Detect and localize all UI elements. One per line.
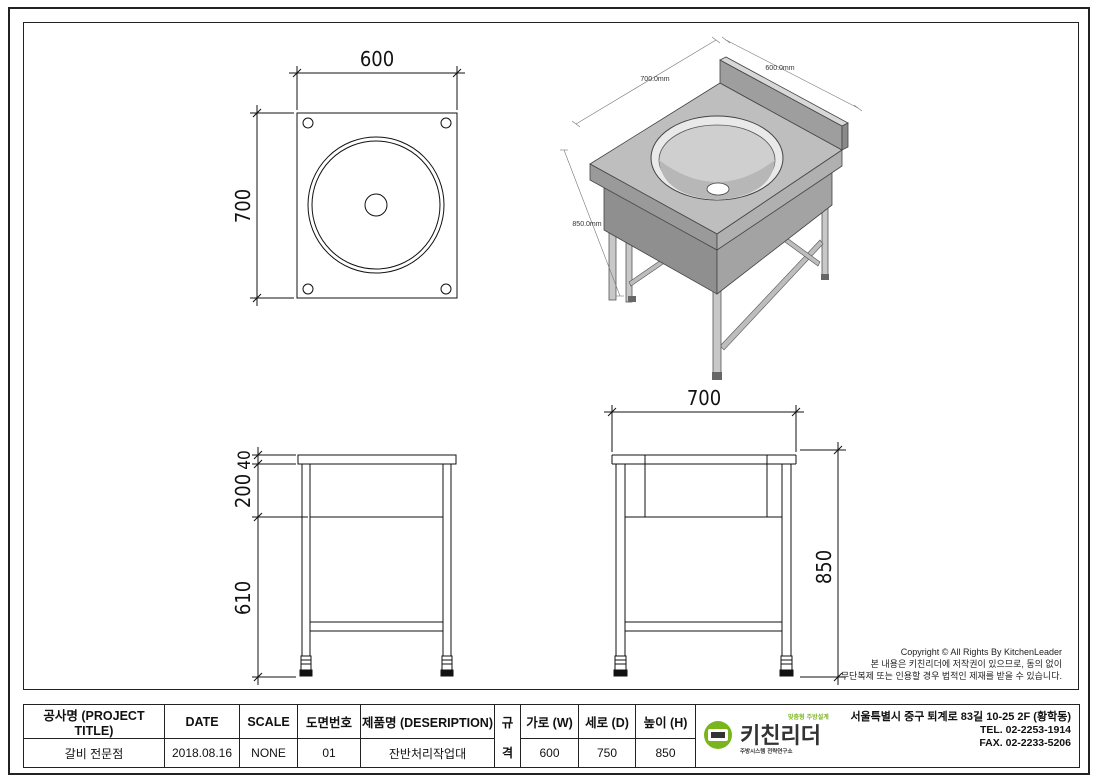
- copyright-notice: Copyright © All Rights By KitchenLeader …: [722, 646, 1062, 682]
- value-date: 2018.08.16: [164, 738, 240, 768]
- header-product: 제품명 (DESERIPTION): [360, 704, 495, 739]
- front-view: [604, 405, 846, 685]
- side-legs-dim: 610: [231, 581, 255, 615]
- header-height: 높이 (H): [635, 704, 696, 739]
- company-address: 서울특별시 중구 퇴계로 83길 10-25 2F (황학동): [850, 711, 1071, 723]
- isometric-view: [560, 36, 863, 380]
- side-apron-dim: 200: [231, 474, 255, 508]
- value-height: 850: [635, 738, 696, 768]
- value-depth: 750: [578, 738, 636, 768]
- front-width-dim: 700: [687, 386, 721, 410]
- header-scale: SCALE: [239, 704, 298, 739]
- iso-depth-dim: 700.0mm: [640, 76, 669, 83]
- logo-text: 키친리더: [740, 724, 821, 749]
- iso-width-dim: 600.0mm: [765, 65, 794, 72]
- header-drawing-no: 도면번호: [297, 704, 361, 739]
- top-width-dim: 600: [360, 47, 394, 71]
- company-fax: FAX. 02-2233-5206: [979, 737, 1071, 749]
- side-top-dim: 40: [235, 450, 255, 469]
- side-view: [252, 447, 457, 685]
- company-tel: TEL. 02-2253-1914: [979, 724, 1071, 736]
- logo-tagline: 맞춤형 주방설계: [788, 713, 829, 721]
- value-width: 600: [520, 738, 579, 768]
- title-block: 공사명 (PROJECT TITLE) DATE SCALE 도면번호 제품명 …: [23, 704, 1080, 768]
- copyright-line-2: 본 내용은 키친리더에 저작권이 있으므로, 동의 없이: [870, 659, 1062, 669]
- iso-height-dim: 850.0mm: [572, 221, 601, 228]
- technical-drawing: 600 700: [231, 36, 863, 685]
- outer-frame: [8, 7, 1090, 775]
- value-scale: NONE: [239, 738, 298, 768]
- value-product: 잔반처리작업대: [360, 738, 495, 768]
- value-drawing-no: 01: [297, 738, 361, 768]
- top-depth-dim: 700: [231, 189, 255, 223]
- drawing-area-frame: [23, 22, 1079, 690]
- copyright-line-3: 무단복제 또는 인용할 경우 법적인 제재를 받을 수 있습니다.: [840, 671, 1062, 681]
- header-project: 공사명 (PROJECT TITLE): [23, 704, 165, 739]
- copyright-line-1: Copyright © All Rights By KitchenLeader: [900, 647, 1062, 657]
- top-view: [250, 66, 465, 306]
- header-spec-bottom: 격: [494, 738, 521, 768]
- header-depth: 세로 (D): [578, 704, 636, 739]
- header-date: DATE: [164, 704, 240, 739]
- company-cell: 키친리더 맞춤형 주방설계 주방시스템 전략연구소 서울특별시 중구 퇴계로 8…: [695, 704, 1080, 768]
- front-height-dim: 850: [812, 550, 836, 584]
- company-contact: 서울특별시 중구 퇴계로 83길 10-25 2F (황학동) TEL. 02-…: [841, 711, 1079, 750]
- header-spec-top: 규: [494, 704, 521, 739]
- value-project: 갈비 전문점: [23, 738, 165, 768]
- header-width: 가로 (W): [520, 704, 579, 739]
- company-logo: 키친리더 맞춤형 주방설계 주방시스템 전략연구소: [704, 713, 829, 755]
- logo-subline: 주방시스템 전략연구소: [740, 747, 793, 755]
